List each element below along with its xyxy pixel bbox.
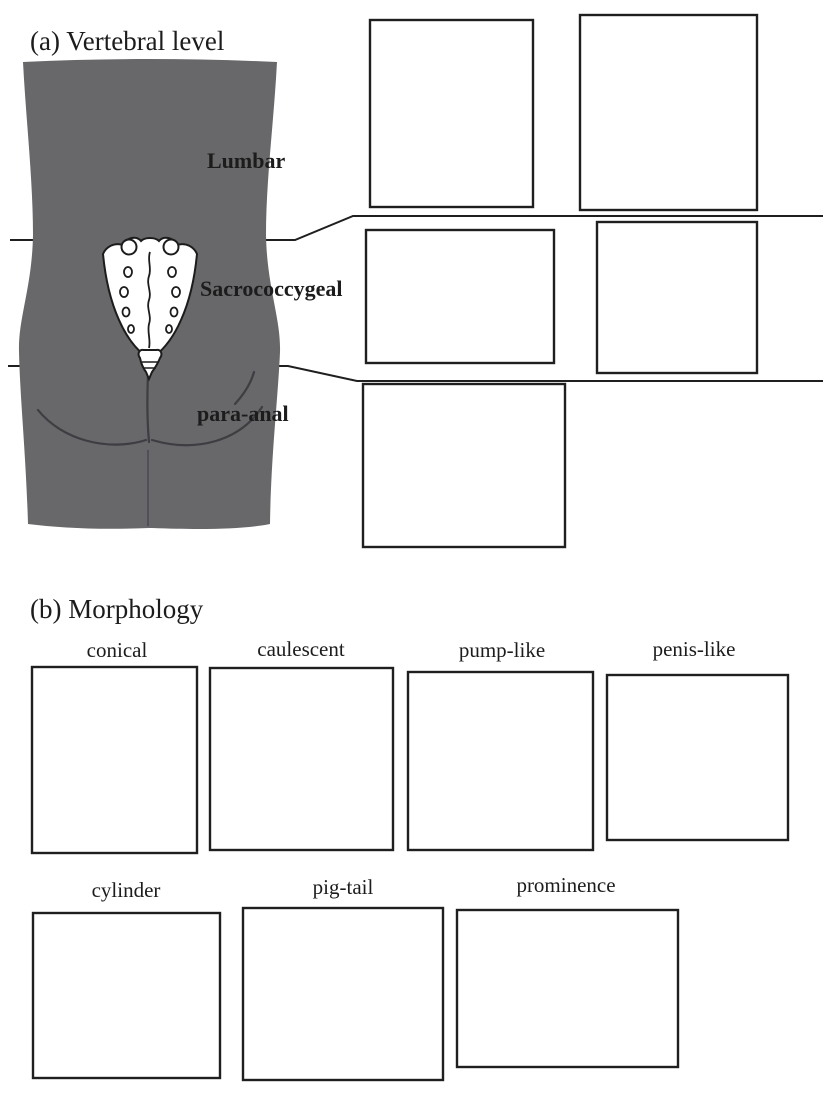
hip-crease [233,370,256,406]
buttock-fold-left [36,408,148,446]
label-para-anal: para-anal [197,401,289,426]
coccyx [137,348,163,382]
gluteal-cleft [146,372,151,444]
panel-cylinder [31,911,222,1080]
panel-lumbar-example-2 [578,13,759,212]
panel-pig-tail [241,906,445,1082]
section-a-title: (a) Vertebral level [30,26,224,56]
label-prominence: prominence [516,873,615,897]
panel-pump-like [406,670,595,852]
label-pump-like: pump-like [459,638,545,662]
panel-conical [30,665,199,855]
label-lumbar: Lumbar [207,148,285,173]
sacrum-illustration [101,236,199,382]
label-conical: conical [87,638,148,662]
panel-prominence [455,908,680,1069]
label-caulescent: caulescent [257,637,345,661]
panel-penis-like [605,673,790,842]
panel-lumbar-example-1 [368,18,535,209]
panel-para-anal-example [361,382,567,549]
sacral-crest [147,251,151,349]
label-pig-tail: pig-tail [313,875,374,899]
label-penis-like: penis-like [653,637,736,661]
section-b-title: (b) Morphology [30,594,204,624]
label-cylinder: cylinder [92,878,161,902]
buttock-fold-right [150,405,264,447]
panel-sacrococcygeal-example-2 [595,220,759,375]
panel-caulescent [208,666,395,852]
panel-sacrococcygeal-example-1 [364,228,556,365]
label-sacrococcygeal: Sacrococcygeal [200,276,343,301]
